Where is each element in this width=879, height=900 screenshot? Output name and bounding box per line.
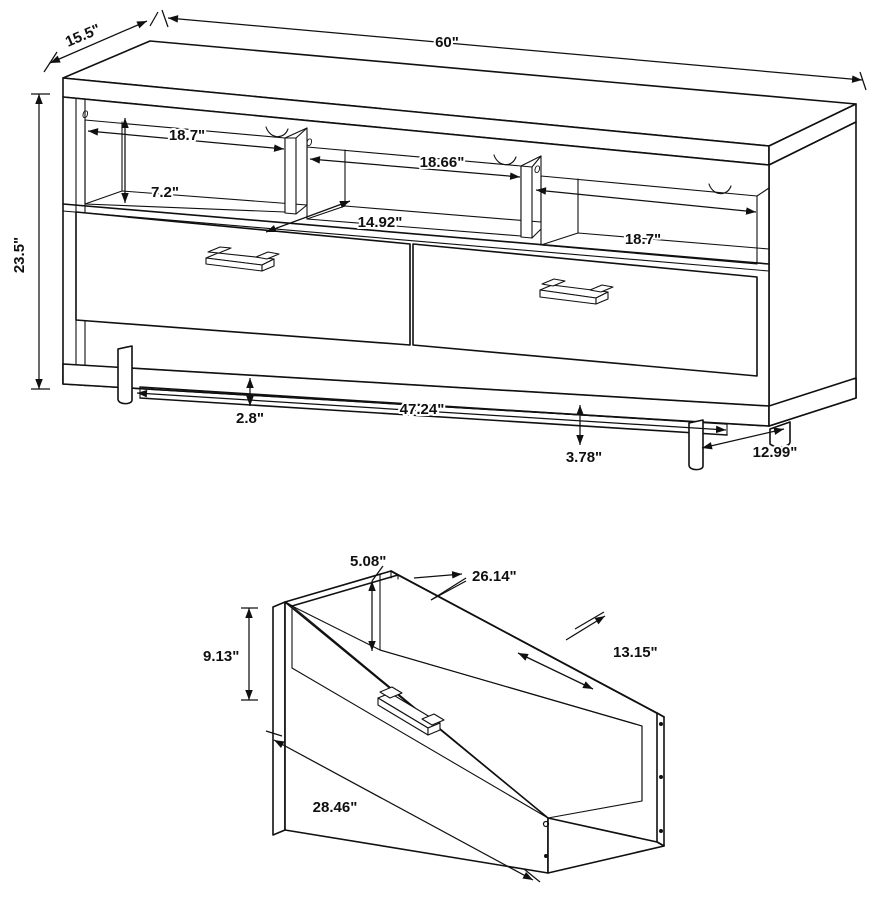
- dowel-dot-b: [659, 775, 663, 779]
- console-assembly: [62, 40, 857, 471]
- datum-mark-center: 0: [306, 137, 313, 149]
- dimlabel-drawer-height: 9.13": [203, 648, 239, 665]
- dimline-drawer-front-tick-a: [265, 730, 283, 737]
- dowel-dot-c: [659, 829, 663, 833]
- dimline-base-rail: [136, 389, 727, 434]
- dimlabel-leg-inset: 3.78": [566, 449, 602, 466]
- dimline-width-tick-a: [161, 9, 169, 28]
- dimline-shelf-left: [87, 128, 285, 152]
- drawer-detail-pull[interactable]: [377, 686, 445, 736]
- drawer-assembly: [272, 570, 665, 874]
- dimlabel-shelf-depth: 14.92": [358, 214, 403, 231]
- dimline-width-tick-b: [859, 71, 867, 91]
- dimlabel-drawer-width: 13.15": [613, 644, 658, 661]
- drawer-front-right: [412, 243, 758, 377]
- dimline-depth: [49, 20, 148, 64]
- dimline-width: [167, 15, 863, 83]
- dimlabel-shelf-center: 18.66": [420, 154, 465, 171]
- dimline-drawer-width-leader: [574, 611, 605, 630]
- dimline-shelf-right: [535, 187, 757, 215]
- dimlabel-leg-clearance: 2.8": [236, 410, 264, 427]
- dimline-depth-tick-a: [43, 51, 58, 73]
- dimlabel-shelf-right: 18.7": [625, 231, 661, 248]
- drawer-left-side-wall: [284, 570, 399, 607]
- dimline-drawer-length-leader-b: [430, 577, 467, 601]
- datum-mark-left: 0: [82, 109, 89, 121]
- drawer-right-end-wall: [547, 712, 665, 874]
- dimline-drawer-wall-leader: [371, 565, 384, 582]
- dimlabel-shelf-left: 18.7": [169, 127, 205, 144]
- dimline-drawer-front-width: [273, 739, 534, 881]
- dimline-drawer-width-leader-b: [565, 615, 606, 641]
- dimlabel-base-depth: 12.99": [753, 444, 798, 461]
- dimline-shelf-depth: [265, 200, 351, 233]
- console-right-side-panel: [768, 121, 857, 427]
- datum-mark-right: 0: [534, 164, 541, 176]
- dimlabel-depth: 15.5": [63, 21, 103, 51]
- dimlabel-width: 60": [435, 34, 459, 51]
- dimline-drawer-front-tick-b: [523, 868, 541, 883]
- dowel-hole-a: [542, 820, 550, 828]
- drawer-pull-left[interactable]: [205, 246, 280, 272]
- dimline-drawer-width: [517, 652, 594, 690]
- dimlabel-drawer-front-width: 28.46": [313, 799, 358, 816]
- dimlabel-height: 23.5": [11, 237, 28, 273]
- dowel-dot-a: [659, 722, 663, 726]
- dimline-base-depth: [701, 427, 785, 450]
- dimline-drawer-length: [413, 571, 463, 579]
- dimlabel-drawer-wall: 5.08": [350, 553, 386, 570]
- dimlabel-shelf-height: 7.2": [151, 184, 179, 201]
- drawer-pull-right[interactable]: [539, 278, 614, 305]
- dimline-depth-tick-b: [149, 11, 159, 27]
- drawer-dimension-layer: 9.13" 5.08" 26.14" 13.15" 28.46": [201, 551, 660, 883]
- dimlabel-drawer-length: 26.14": [472, 568, 517, 585]
- dowel-hole-b: [544, 854, 548, 858]
- dimline-shelf-center: [309, 156, 521, 180]
- dimlabel-base-rail: 47.24": [400, 401, 445, 418]
- shelf-divider-right: [520, 155, 542, 239]
- console-leg-front-left: [117, 345, 133, 405]
